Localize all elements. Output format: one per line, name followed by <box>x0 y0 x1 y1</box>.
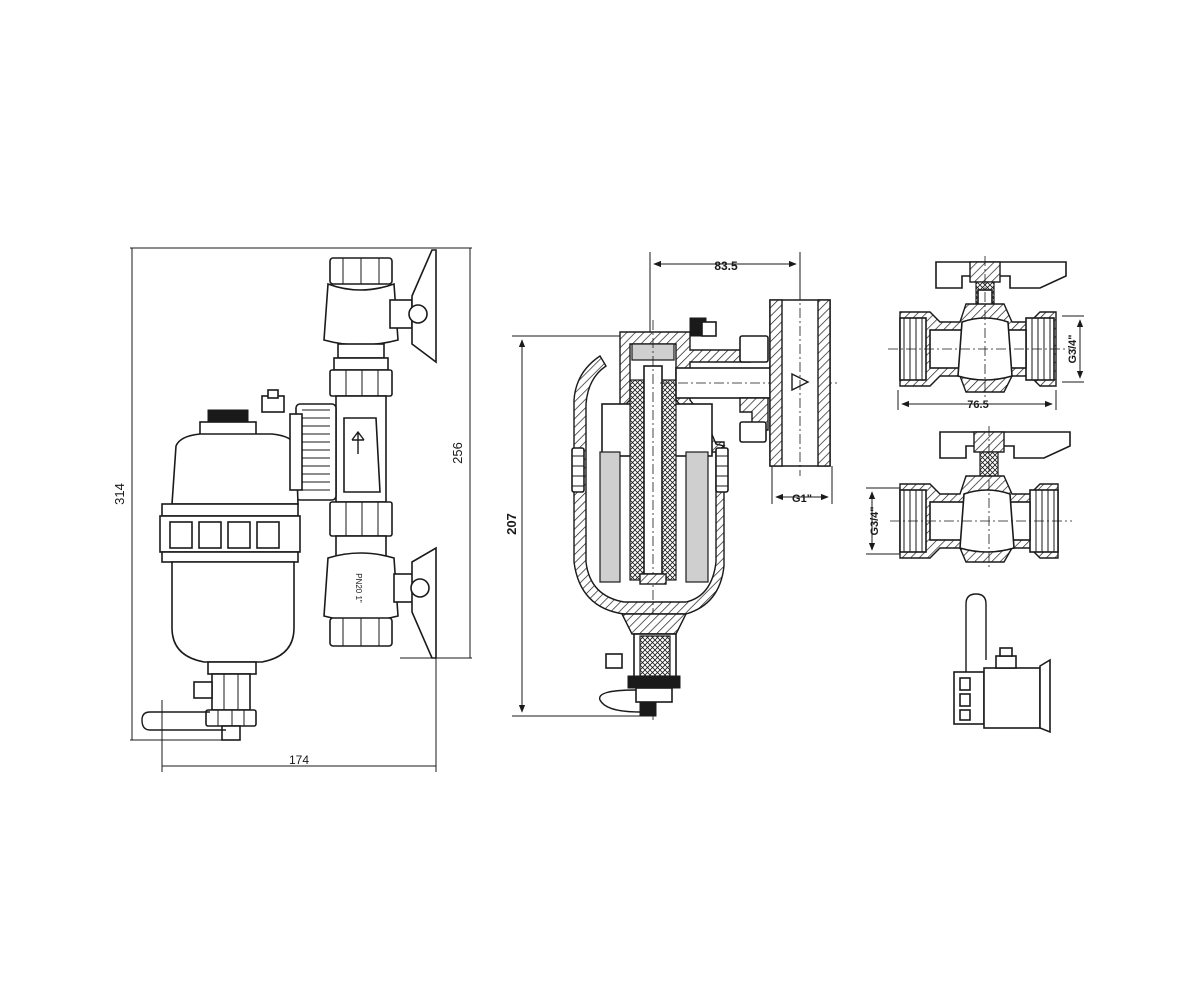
dim-label-83-5: 83.5 <box>714 259 738 273</box>
lower-valve: PN20 1" <box>323 535 437 659</box>
section-view: 83.5 207 G1" <box>504 252 840 720</box>
dim-label-174: 174 <box>289 753 309 767</box>
dim-label-256: 256 <box>450 442 465 464</box>
dim-label-207: 207 <box>504 513 519 535</box>
dim-label-314: 314 <box>112 483 127 505</box>
upper-valve <box>323 249 437 397</box>
ball-valve-detail-bottom: G3/4" <box>866 426 1072 570</box>
valve-marking: PN20 1" <box>354 573 363 603</box>
front-connector <box>295 395 393 537</box>
ball-valve-detail-top: G3/4" 76.5 <box>888 256 1084 411</box>
thread-label-g3-4-bottom: G3/4" <box>869 506 881 535</box>
thread-label-g3-4-top: G3/4" <box>1067 334 1079 363</box>
separator-body-front <box>141 389 303 741</box>
front-view: 314 256 174 <box>112 247 472 772</box>
thread-label-g1: G1" <box>792 493 812 505</box>
valve-side-view <box>953 593 1051 734</box>
dim-label-76-5: 76.5 <box>967 399 988 411</box>
